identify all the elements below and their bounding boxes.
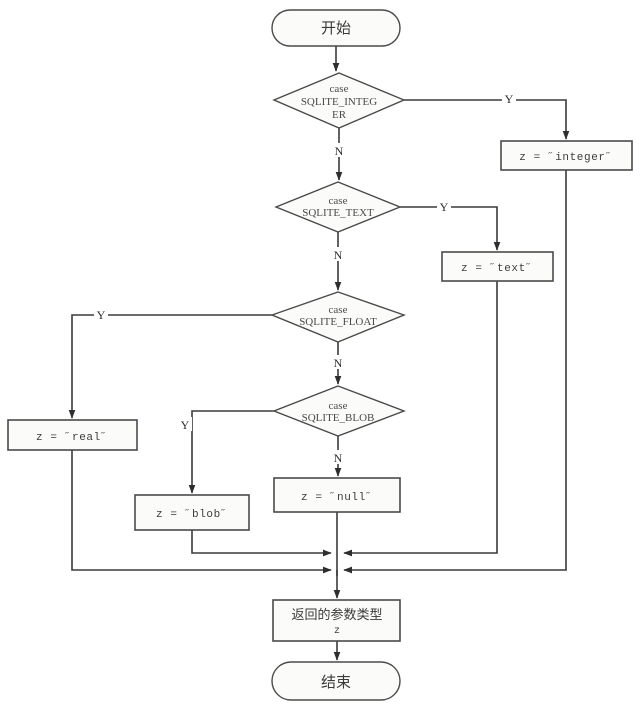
edge-label-text-no: N <box>334 248 343 262</box>
node-assign-text-label: z = ˝text˝ <box>461 262 533 275</box>
edge-label-integer-yes: Y <box>505 92 514 106</box>
node-case-integer-label-3: ER <box>332 109 347 121</box>
edge-assign-text-to-merge <box>343 281 498 557</box>
node-case-blob[interactable]: case SQLITE_BLOB <box>272 385 406 437</box>
edge-label-float-yes: Y <box>97 308 106 322</box>
node-assign-text[interactable]: z = ˝text˝ <box>441 251 554 282</box>
node-return-type[interactable]: 返回的参数类型 z <box>272 599 401 642</box>
node-assign-blob-label: z = ˝blob˝ <box>156 508 228 521</box>
node-case-integer[interactable]: case SQLITE_INTEG ER <box>272 72 406 129</box>
node-end[interactable]: 结束 <box>271 661 401 701</box>
node-case-float-label-2: SQLITE_FLOAT <box>299 316 377 328</box>
node-assign-integer[interactable]: z = ˝integer˝ <box>500 140 633 171</box>
edge-assign-integer-to-merge <box>343 170 567 574</box>
edge-case-integer-yes <box>404 99 570 140</box>
node-assign-null-label: z = ˝null˝ <box>301 491 373 504</box>
edge-case-text-yes <box>400 206 501 251</box>
node-start[interactable]: 开始 <box>271 9 401 47</box>
edge-assign-real-to-merge <box>71 450 332 574</box>
node-case-text[interactable]: case SQLITE_TEXT <box>274 181 402 233</box>
node-case-integer-label-1: case <box>330 83 349 95</box>
node-assign-integer-label: z = ˝integer˝ <box>519 151 613 164</box>
node-end-label: 结束 <box>321 673 351 691</box>
edge-label-blob-yes: Y <box>181 418 190 432</box>
node-assign-blob[interactable]: z = ˝blob˝ <box>134 494 250 531</box>
edge-assign-blob-to-merge <box>191 530 332 557</box>
node-assign-real-label: z = ˝real˝ <box>36 431 108 444</box>
node-return-type-label-1: 返回的参数类型 <box>291 607 382 623</box>
node-assign-null[interactable]: z = ˝null˝ <box>273 477 401 513</box>
edge-label-float-no: N <box>334 356 343 370</box>
edge-label-blob-no: N <box>334 451 343 465</box>
edge-label-text-yes: Y <box>440 200 449 214</box>
node-start-label: 开始 <box>321 19 351 37</box>
node-case-float-label-1: case <box>329 304 348 316</box>
edge-case-float-yes <box>68 314 272 419</box>
node-return-type-label-2: z <box>334 626 340 637</box>
node-case-text-label-1: case <box>329 195 348 207</box>
node-case-float[interactable]: case SQLITE_FLOAT <box>270 291 406 343</box>
node-assign-real[interactable]: z = ˝real˝ <box>7 419 138 451</box>
node-case-text-label-2: SQLITE_TEXT <box>302 207 374 219</box>
node-case-integer-label-2: SQLITE_INTEG <box>301 96 377 108</box>
edge-label-group: Y N Y N Y N Y N <box>94 92 516 465</box>
edge-case-blob-yes <box>188 410 274 494</box>
node-case-blob-label-1: case <box>329 400 348 412</box>
node-case-blob-label-2: SQLITE_BLOB <box>302 412 375 424</box>
edge-label-integer-no: N <box>335 144 344 158</box>
